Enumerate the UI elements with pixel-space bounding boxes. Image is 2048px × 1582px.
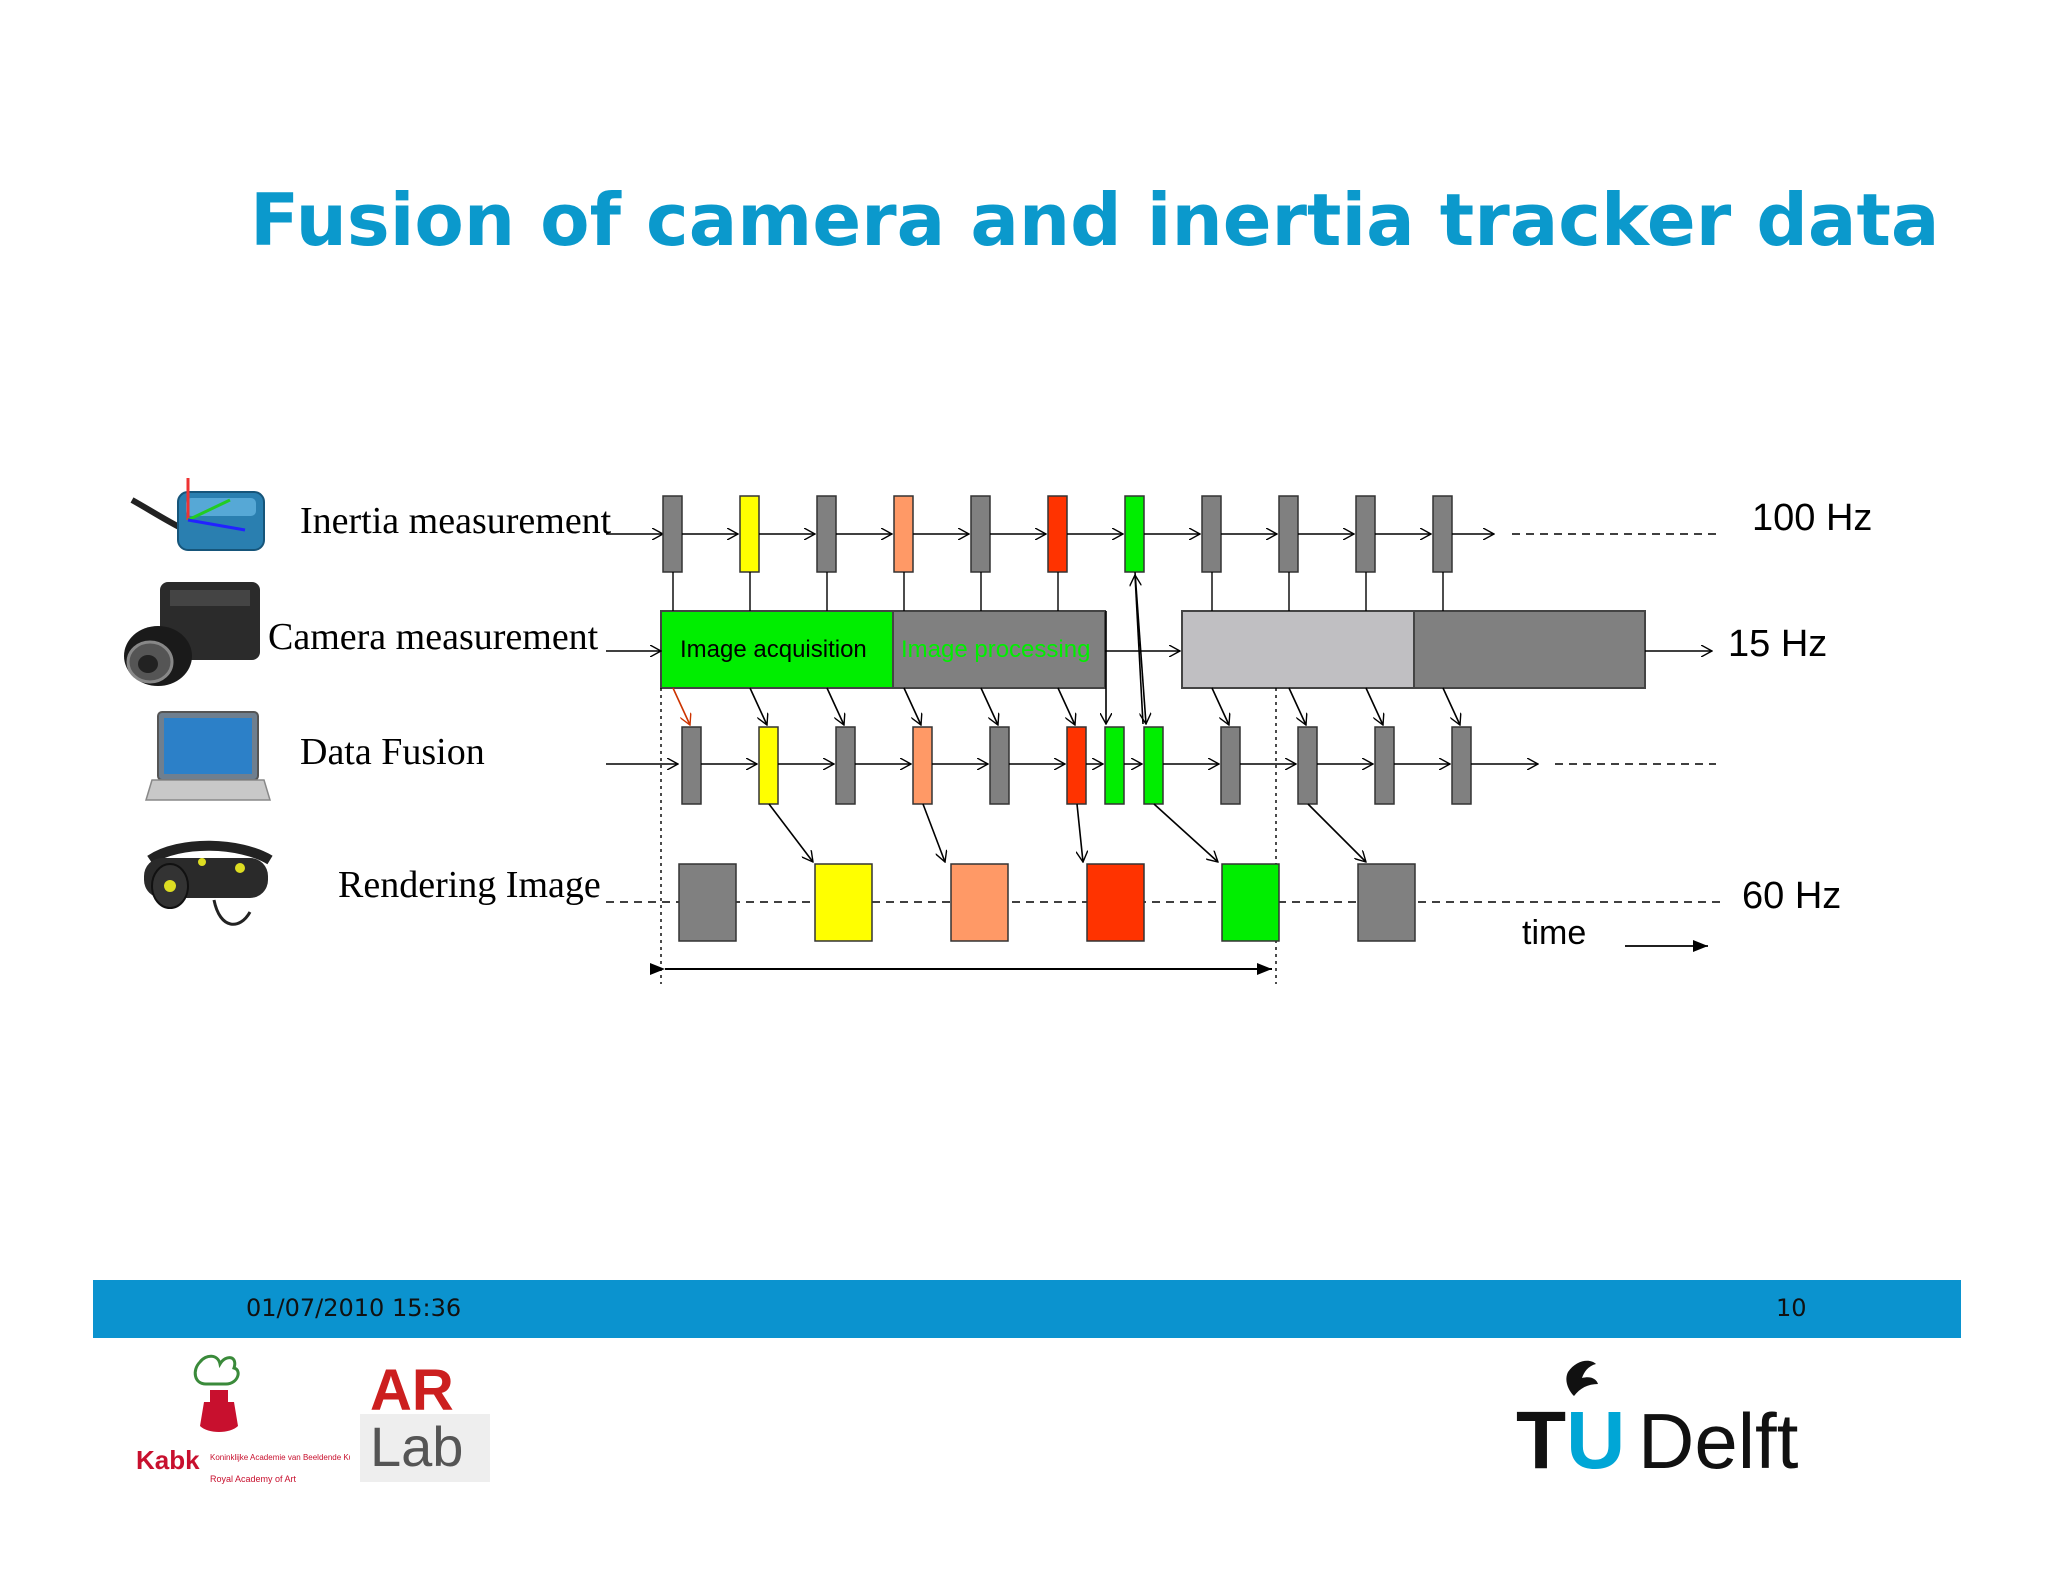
image-processing-block	[892, 610, 1106, 689]
inertia-to-fusion-arrow	[1211, 687, 1229, 725]
image-acquisition-label: Image acquisition	[680, 636, 867, 663]
fusion-to-render-arrow	[1153, 803, 1218, 862]
inertia-sample	[893, 495, 914, 573]
inertia-sample	[1124, 495, 1145, 573]
tudelft-delft: Delft	[1638, 1397, 1799, 1484]
next-acquisition-block	[1181, 610, 1415, 689]
rendering-row-label: Rendering Image	[338, 864, 601, 906]
inertia-row-label: Inertia measurement	[300, 500, 612, 542]
inertia-sample	[816, 495, 837, 573]
fusion-to-render-arrow	[768, 803, 813, 862]
rendered-frame	[814, 863, 873, 942]
fusion-sample	[1297, 726, 1318, 805]
rendered-frame	[678, 863, 737, 942]
kabk-logo: Kabk Koninklijke Academie van Beeldende …	[136, 1354, 350, 1484]
fusion-row-label: Data Fusion	[300, 731, 485, 773]
rendered-frame	[1086, 863, 1145, 942]
inertia-sample	[1432, 495, 1453, 573]
fusion-sample	[681, 726, 702, 805]
inertia-rate-label: 100 Hz	[1752, 497, 1872, 539]
arlab-logo: AR Lab	[360, 1358, 490, 1482]
fusion-sample	[758, 726, 779, 805]
rendered-frame	[1357, 863, 1416, 942]
inertia-to-fusion-arrow	[1288, 687, 1306, 725]
tudelft-tu: TU	[1516, 1395, 1625, 1484]
footer-bar	[93, 1280, 1961, 1338]
camera-row-label: Camera measurement	[268, 616, 599, 658]
camera-rate-label: 15 Hz	[1728, 623, 1827, 665]
arlab-ar: AR	[370, 1358, 454, 1423]
kabk-sub: Royal Academy of Art	[210, 1474, 297, 1484]
rendered-frame	[950, 863, 1009, 942]
fusion-to-render-arrow	[1077, 803, 1083, 862]
inertia-sample	[1278, 495, 1299, 573]
inertia-to-fusion-arrow	[672, 687, 690, 725]
fusion-sample	[912, 726, 933, 805]
fusion-sample	[989, 726, 1010, 805]
inertia-to-fusion-arrow	[903, 687, 921, 725]
kabk-name: Koninklijke Academie van Beeldende Kunst…	[210, 1453, 350, 1462]
slide-title: Fusion of camera and inertia tracker dat…	[250, 178, 1940, 262]
inertia-to-fusion-arrow	[980, 687, 998, 725]
inertia-sensor-icon	[130, 478, 265, 551]
headset-icon	[144, 840, 273, 926]
inertia-sample	[1201, 495, 1222, 573]
inertia-sample	[1355, 495, 1376, 573]
fusion-sample	[1066, 726, 1087, 805]
image-processing-label: Image processing	[901, 636, 1090, 663]
kabk-letters: Kabk	[136, 1445, 200, 1475]
camera-icon	[124, 582, 260, 686]
inertia-to-fusion-arrow	[1365, 687, 1383, 725]
fusion-to-render-arrow	[1307, 803, 1366, 862]
fusion-sample	[1374, 726, 1395, 805]
fusion-to-inertia-arrow	[1135, 575, 1144, 725]
inertia-to-fusion-arrow	[1057, 687, 1075, 725]
inertia-to-fusion-arrow	[749, 687, 767, 725]
dynamic-marks	[662, 495, 1538, 942]
fusion-sample	[1143, 726, 1164, 805]
fusion-to-render-arrow	[922, 803, 945, 862]
inertia-sample	[739, 495, 760, 573]
fusion-sample	[1220, 726, 1241, 805]
time-label: time	[1522, 914, 1586, 952]
inertia-sample	[1047, 495, 1068, 573]
fusion-sample	[835, 726, 856, 805]
next-processing-block	[1413, 610, 1646, 689]
laptop-icon	[144, 711, 272, 801]
fusion-sample	[1451, 726, 1472, 805]
inertia-to-fusion-arrow	[1442, 687, 1460, 725]
tudelft-logo: TU Delft	[1516, 1360, 1799, 1484]
inertia-sample	[970, 495, 991, 573]
inertia-to-fusion-arrow	[826, 687, 844, 725]
footer-date: 01/07/2010 15:36	[246, 1294, 462, 1322]
inertia-sample	[662, 495, 683, 573]
fusion-sample	[1104, 726, 1125, 805]
rendering-rate-label: 60 Hz	[1742, 875, 1841, 917]
arlab-lab: Lab	[370, 1415, 463, 1478]
rendered-frame	[1221, 863, 1280, 942]
page-number: 10	[1776, 1294, 1807, 1322]
